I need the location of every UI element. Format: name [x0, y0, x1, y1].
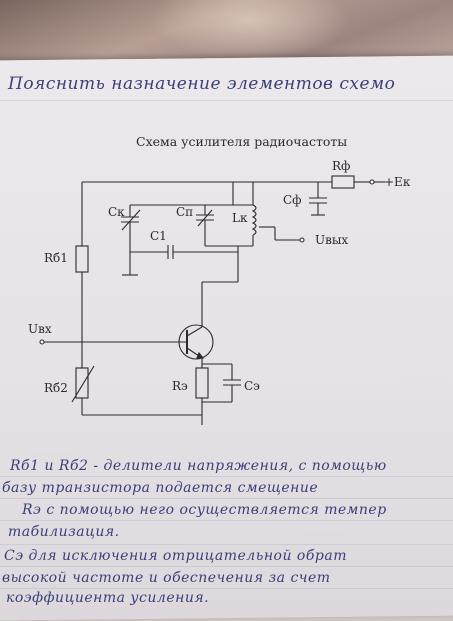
resistor-rf [331, 175, 355, 189]
paper-rule [0, 544, 453, 545]
circuit-schematic: Схема усилителя радиочастоты Rф +Eк Cф C… [28, 134, 411, 425]
capacitor-ck-arrow [121, 209, 141, 231]
label-rb1: Rб1 [44, 251, 68, 265]
label-lk: Lк [232, 211, 248, 225]
schematic-title: Схема усилителя радиочастоты [136, 134, 347, 149]
label-cf: Cф [283, 193, 302, 207]
handwritten-note-line: Rб1 и Rб2 - делители напряжения, с помощ… [10, 458, 387, 474]
terminal-uin [39, 339, 45, 345]
terminal-uout [299, 237, 305, 243]
handwritten-note-line: базу транзистора подается смещение [2, 480, 319, 496]
paper-rule [0, 476, 453, 477]
resistor-rb2-mark [71, 365, 95, 403]
handwritten-note-line: высокой частоте и обеспечения за счет [2, 570, 331, 586]
label-rf: Rф [332, 159, 350, 173]
handwritten-note-line: коэффициента усиления. [6, 590, 210, 606]
transistor-emitter-arrow [196, 351, 205, 359]
paper-rule [0, 566, 453, 567]
resistor-rb1 [75, 245, 89, 273]
capacitor-cp-arrow [197, 209, 213, 227]
paper-rule [0, 100, 453, 101]
handwritten-note-line: табилизация. [8, 524, 120, 540]
resistor-re [195, 367, 209, 399]
paper-rule [0, 520, 453, 521]
paper-rule [0, 498, 453, 499]
handwritten-note-line: Rэ с помощью него осуществляется темпер [22, 502, 387, 518]
paper-rule [0, 588, 453, 589]
inductor-lk [251, 204, 257, 236]
label-ek: +Eк [384, 175, 411, 189]
terminal-ek [369, 179, 375, 185]
label-rb2: Rб2 [44, 381, 68, 395]
handwritten-heading: Пояснить назначение элементов схемо [8, 74, 396, 94]
label-uin: Uвх [28, 322, 52, 336]
label-ce: Cэ [244, 379, 260, 393]
label-cp: Cп [176, 205, 193, 219]
label-uout: Uвых [315, 233, 348, 247]
label-ck: Cк [108, 205, 125, 219]
label-re: Rэ [172, 379, 188, 393]
transistor-collector-lead [186, 326, 203, 337]
label-c1: C1 [150, 229, 167, 243]
handwritten-note-line: Cэ для исключения отрицательной обрат [4, 548, 347, 564]
